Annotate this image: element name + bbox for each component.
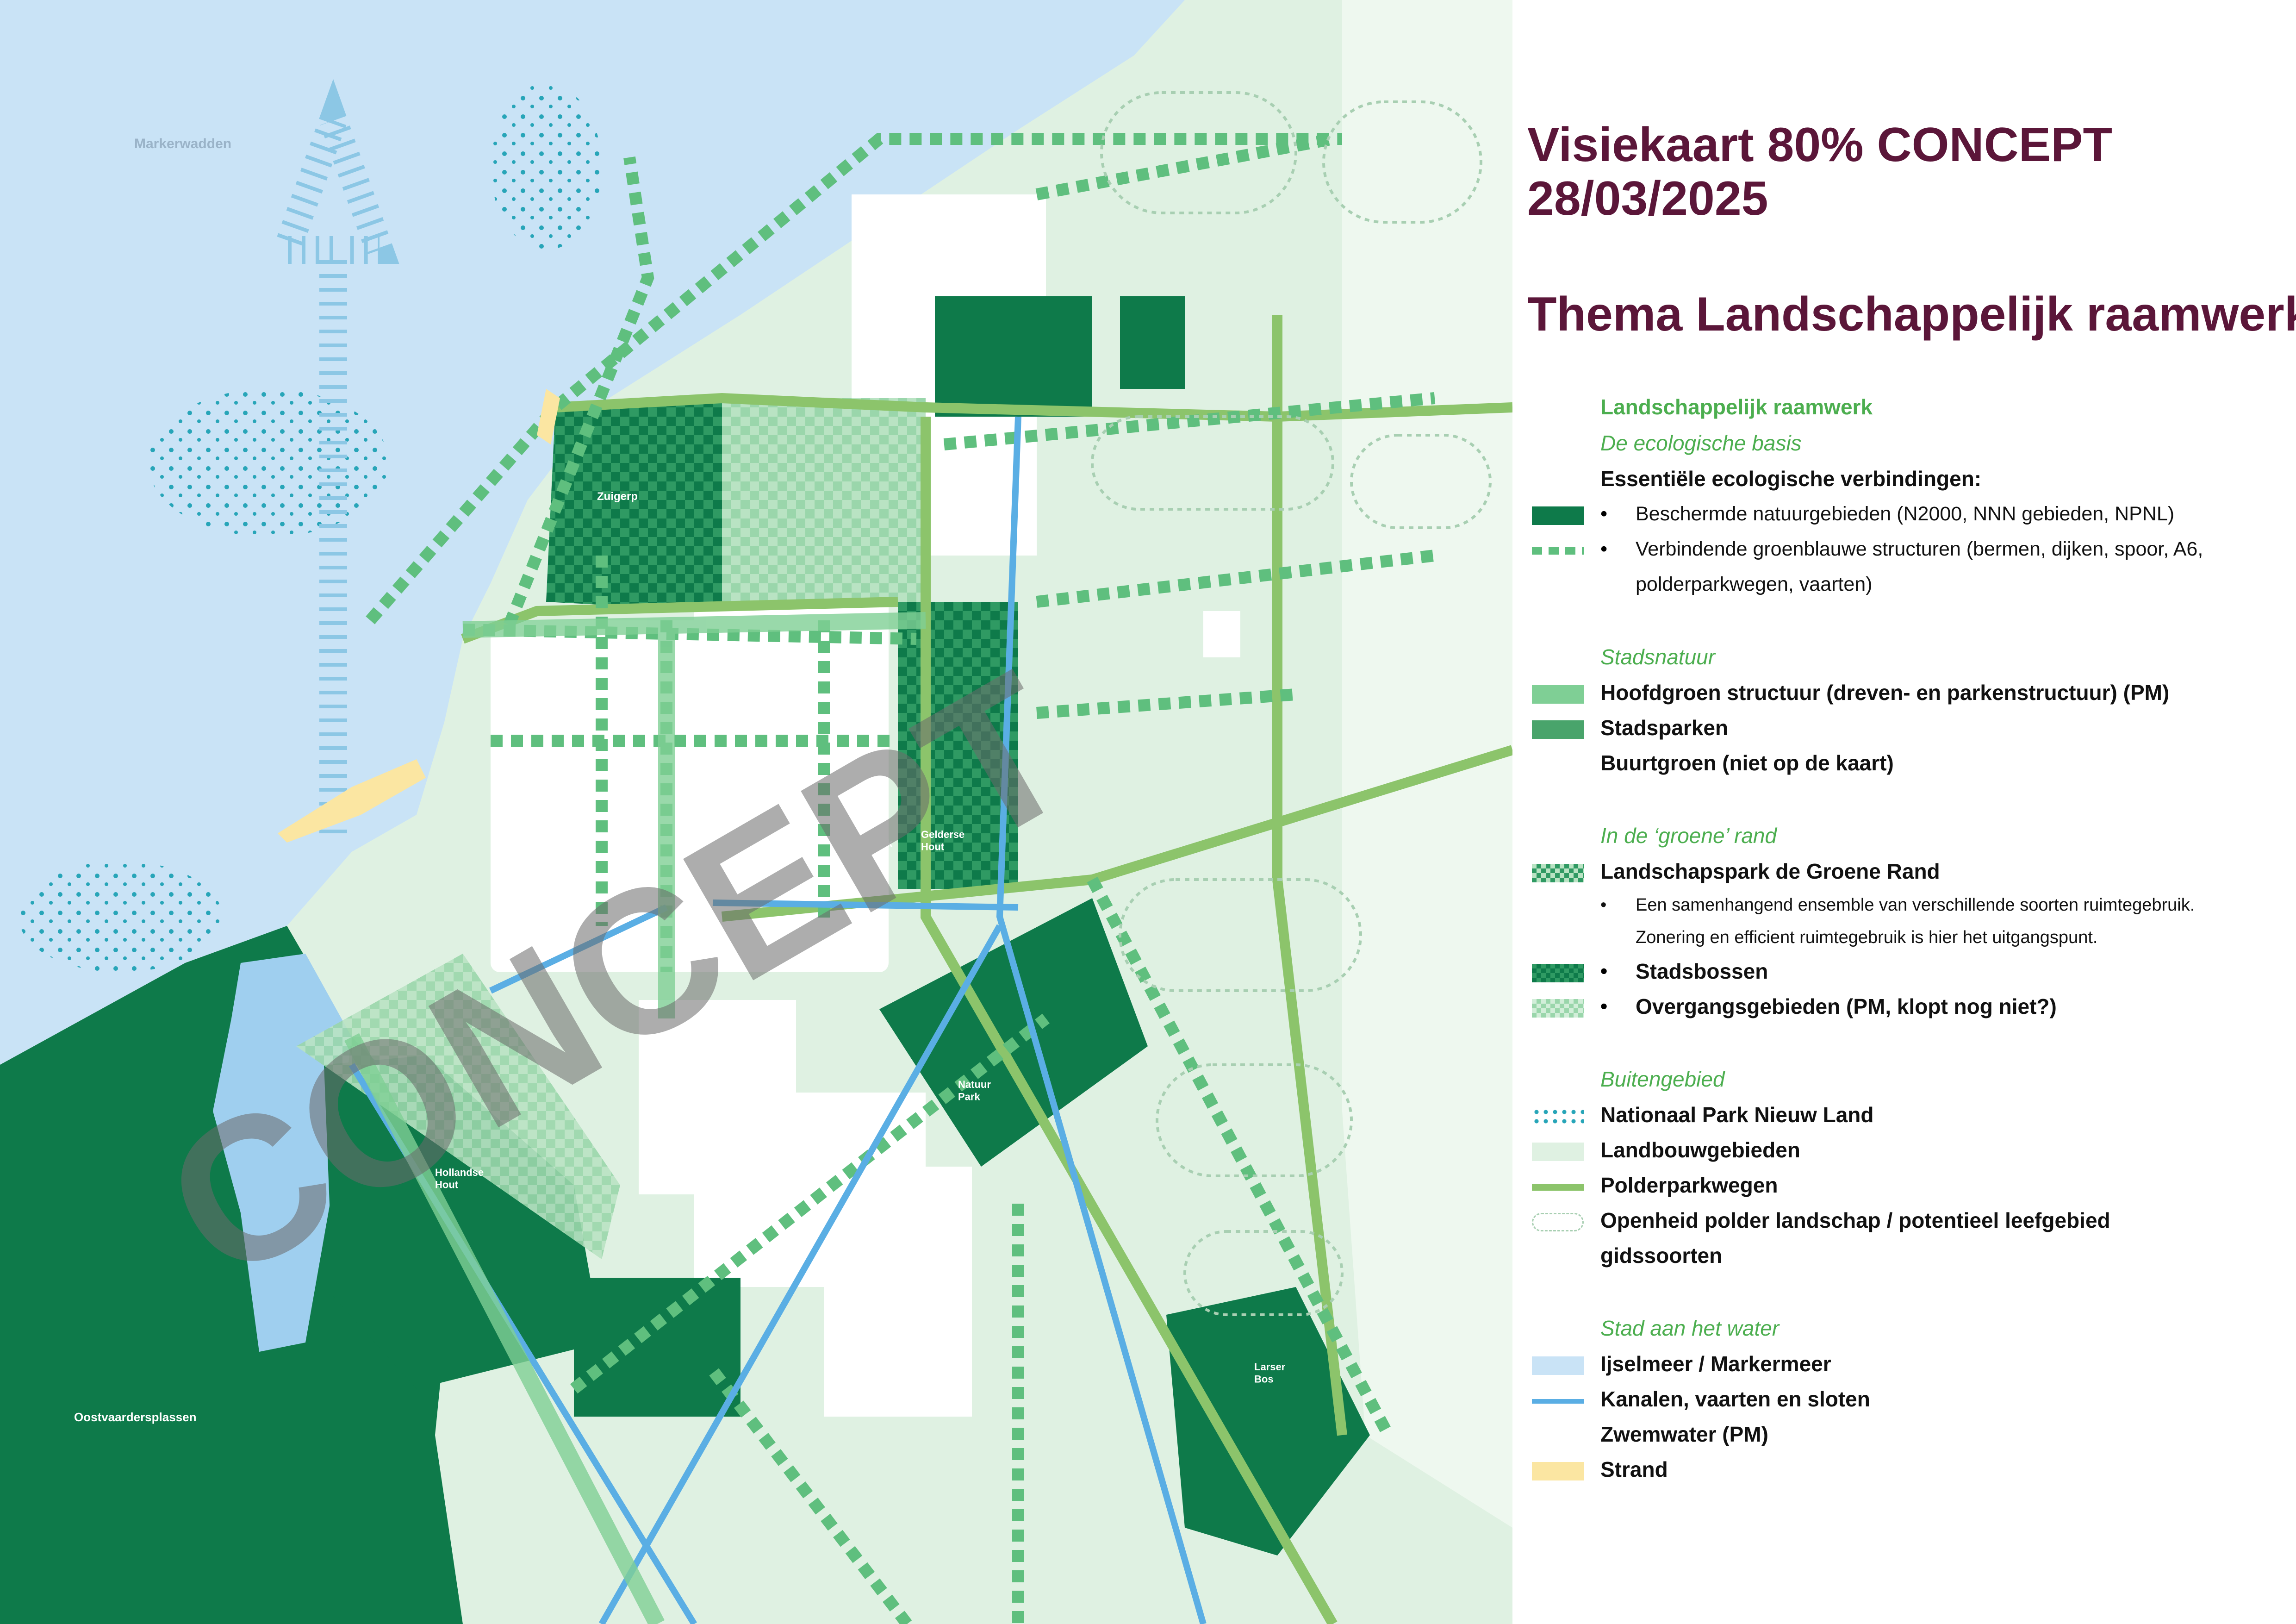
legend-item-strand: Strand	[1532, 1452, 2291, 1487]
swatch-water	[1532, 1356, 1584, 1375]
zuigerplas-bos	[546, 398, 722, 611]
legend-subtitle-buitengebied: Buitengebied	[1600, 1067, 1725, 1091]
swatch-kanalen	[1532, 1399, 1584, 1404]
np-island-1	[491, 83, 602, 250]
legend-note-1: •Een samenhangend ensemble van verschill…	[1600, 895, 2195, 915]
hoofdgroen-structuur	[344, 612, 926, 1624]
legend-subtitle-stadsnatuur: Stadsnatuur	[1600, 645, 1716, 669]
np-island-3	[19, 861, 222, 972]
legend-item-openheid-cont: gidssoorten	[1600, 1243, 1723, 1268]
swatch-openheid	[1532, 1213, 1584, 1231]
map-title: Visiekaart 80% CONCEPT 28/03/2025	[1527, 118, 2112, 225]
swatch-nature	[1532, 506, 1584, 525]
legend: Landschappelijk raamwerk De ecologische …	[1532, 389, 2291, 1487]
noord-bos	[935, 296, 1092, 417]
groene-rand-north	[722, 398, 926, 602]
legend-item-landbouw: Landbouwgebieden	[1532, 1132, 2291, 1168]
swatch-strand	[1532, 1462, 1584, 1480]
legend-heading-verbindingen: Essentiële ecologische verbindingen:	[1600, 467, 1982, 491]
beach-north	[537, 389, 560, 444]
title-line-1: Visiekaart 80% CONCEPT	[1527, 118, 2112, 172]
swatch-overgang	[1532, 999, 1584, 1018]
legend-subtitle-groene-rand: In de ‘groene’ rand	[1600, 824, 1777, 848]
swatch-groene-rand	[1532, 864, 1584, 882]
legend-item-stadsparken: Stadsparken	[1532, 710, 2291, 745]
swatch-polderparkwegen	[1532, 1184, 1584, 1191]
theme-title: Thema Landschappelijk raamwerk	[1527, 287, 2296, 341]
polderparkwegen	[461, 315, 1512, 1624]
legend-item-zwemwater: Zwemwater (PM)	[1600, 1422, 1768, 1446]
legend-section-title: Landschappelijk raamwerk	[1600, 395, 1873, 419]
legend-item-kanalen: Kanalen, vaarten en sloten	[1532, 1381, 2291, 1417]
groene-rand-west	[296, 954, 620, 1259]
legend-note-2: Zonering en efficient ruimtegebruik is h…	[1636, 928, 2098, 947]
title-date: 28/03/2025	[1527, 172, 1768, 225]
legend-item-polderparkwegen: Polderparkwegen	[1532, 1168, 2291, 1203]
legend-item-groenblauwe-cont: polderparkwegen, vaarten)	[1636, 573, 1873, 595]
openheid-polder	[1091, 91, 1492, 1316]
legend-panel	[1512, 0, 2296, 1624]
noord-bos-2	[1120, 296, 1185, 389]
swatch-stadsbossen	[1532, 964, 1584, 982]
legend-item-buurtgroen: Buurtgroen (niet op de kaart)	[1600, 751, 1894, 775]
label-zuigerplas: Zuigerp	[597, 490, 638, 503]
swatch-nationaal-park	[1532, 1107, 1584, 1126]
swatch-stadsparken	[1532, 720, 1584, 739]
legend-item-openheid: Openheid polder landschap / potentieel l…	[1532, 1203, 2291, 1238]
legend-item-ijsselmeer: Ijselmeer / Markermeer	[1532, 1346, 2291, 1381]
legend-item-stadsbossen: •Stadsbossen	[1532, 954, 2291, 989]
label-markerwadden: Markerwadden	[134, 136, 231, 151]
legend-item-groenblauwe: •Verbindende groenblauwe structuren (ber…	[1532, 531, 2291, 567]
np-island-2	[148, 389, 389, 537]
legend-item-beschermde-natuur: •Beschermde natuurgebieden (N2000, NNN g…	[1532, 496, 2291, 531]
gelderse-hout	[898, 602, 1018, 889]
bos-middle	[574, 1278, 740, 1417]
legend-item-hoofdgroen: Hoofdgroen structuur (dreven- en parkens…	[1532, 675, 2291, 710]
legend-subtitle-stad-aan-water: Stad aan het water	[1600, 1316, 1780, 1340]
legend-item-overgangsgebieden: •Overgangsgebieden (PM, klopt nog niet?)	[1532, 989, 2291, 1024]
label-woldpark: Woldpark	[842, 837, 893, 850]
beach	[278, 759, 426, 843]
agri-east-light	[1342, 0, 1512, 1528]
legend-subtitle-ecologische-basis: De ecologische basis	[1600, 431, 1802, 455]
groenblauwe-structuren	[366, 133, 1436, 1624]
np-arrow	[267, 79, 399, 833]
swatch-dotted-line	[1532, 547, 1584, 555]
legend-item-nationaal-park: Nationaal Park Nieuw Land	[1532, 1097, 2291, 1132]
swatch-hoofdgroen	[1532, 685, 1584, 704]
larser-bos	[1166, 1287, 1370, 1555]
label-oostvaardersplassen: Oostvaardersplassen	[74, 1410, 196, 1424]
legend-item-landschapspark: Landschapspark de Groene Rand	[1532, 854, 2291, 889]
swatch-landbouw	[1532, 1143, 1584, 1161]
